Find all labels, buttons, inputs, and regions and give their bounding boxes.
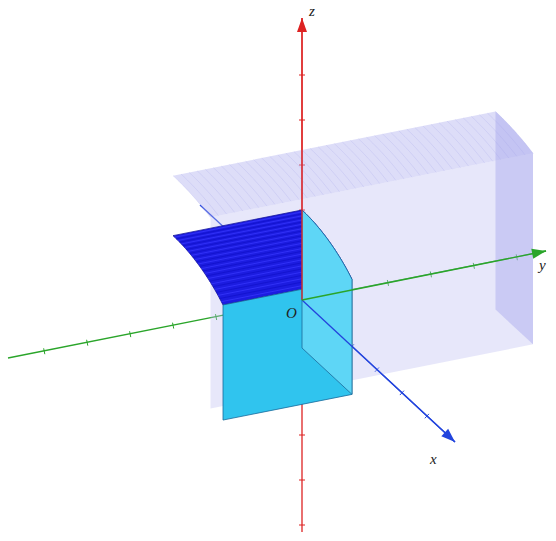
surface-mesh-line — [496, 112, 534, 154]
surface-mesh-line — [407, 129, 445, 171]
surface-mesh-line — [383, 134, 421, 176]
surface-mesh-line — [254, 160, 292, 202]
surface-mesh-line — [326, 145, 364, 187]
surface-mesh-line — [175, 212, 304, 238]
surface-mesh-line — [181, 174, 219, 216]
surface-mesh-line — [294, 152, 332, 194]
surface-mesh-line — [471, 116, 509, 158]
surface-mesh-line — [487, 113, 525, 155]
surface-mesh-line — [213, 168, 251, 210]
arrow-head — [297, 18, 307, 32]
surface-mesh-line — [262, 158, 300, 200]
surface-mesh-line — [463, 118, 501, 160]
surface-mesh-line — [439, 123, 477, 165]
z-axis — [301, 18, 302, 300]
surface-mesh-line — [173, 176, 211, 218]
surface-mesh-line — [189, 172, 227, 214]
surface-mesh-line — [350, 140, 388, 182]
y-axis — [302, 251, 546, 300]
surface-mesh-line — [447, 121, 485, 163]
surface-mesh-line — [479, 115, 517, 157]
surface-mesh-line — [399, 131, 437, 173]
surface-mesh-line — [423, 126, 461, 168]
surface-mesh-line — [391, 132, 429, 174]
surface-mesh-line — [190, 228, 319, 254]
surface-mesh-line — [246, 161, 283, 203]
axis-label: y — [539, 258, 546, 273]
surface-mesh-line — [238, 163, 276, 205]
arrow-head — [441, 429, 455, 442]
surface-mesh-line — [455, 120, 493, 162]
surface-mesh-line — [318, 147, 356, 189]
surface-mesh-line — [302, 150, 340, 192]
surface-mesh-line — [229, 164, 266, 206]
origin-label: O — [286, 306, 297, 321]
axis-label: z — [309, 4, 315, 19]
axis-tick — [299, 435, 305, 436]
axis-tick — [299, 480, 305, 481]
axis-tick — [173, 323, 174, 329]
surface-mesh-line — [367, 137, 405, 179]
surface-mesh-line — [415, 128, 453, 170]
axis-tick — [130, 331, 131, 337]
surface-mesh-line — [221, 166, 259, 208]
surface-mesh-line — [278, 155, 316, 197]
axis-tick — [299, 525, 305, 526]
surface-mesh-line — [178, 215, 307, 241]
surface-mesh-line — [431, 124, 469, 166]
surface-mesh-line — [286, 153, 324, 195]
surface-mesh-line — [342, 142, 380, 184]
axis-label: x — [430, 452, 437, 467]
surface-mesh-line — [310, 148, 348, 190]
surface-mesh-line — [375, 136, 413, 178]
x-axis — [302, 300, 455, 442]
surface-mesh-line — [188, 226, 317, 252]
surface-mesh-line — [205, 169, 243, 211]
translucent-region — [496, 112, 534, 345]
axis-tick — [87, 340, 88, 346]
surface-mesh-line — [334, 144, 372, 186]
surface-mesh-line — [197, 171, 235, 213]
side-face — [302, 210, 352, 394]
surface-mesh-line — [358, 139, 396, 181]
surface-mesh-line — [176, 213, 305, 239]
surface-mesh-line — [186, 224, 315, 250]
z-axis — [301, 18, 302, 532]
axis-tick — [44, 348, 45, 354]
